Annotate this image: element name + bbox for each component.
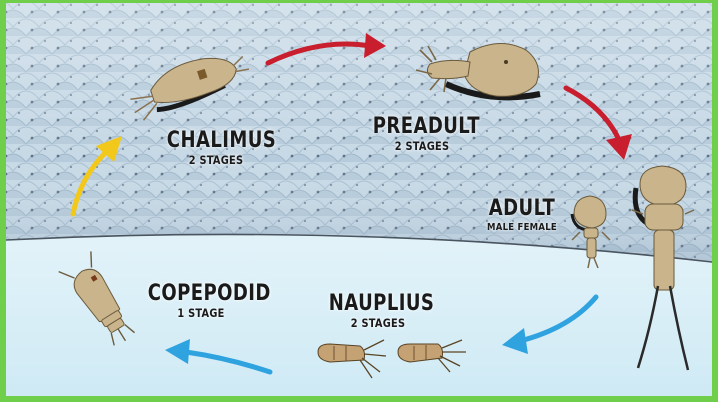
stage-detail: 2 STAGES bbox=[327, 316, 429, 330]
stage-label-preadult: PREADULT 2 STAGES bbox=[362, 115, 482, 153]
stage-name: CHALIMUS bbox=[167, 129, 265, 153]
stage-name: PREADULT bbox=[373, 115, 471, 139]
stage-label-chalimus: CHALIMUS 2 STAGES bbox=[156, 129, 276, 167]
stage-name: NAUPLIUS bbox=[329, 292, 427, 316]
stage-label-adult: ADULT MALE FEMALE bbox=[474, 197, 570, 235]
stage-name: ADULT bbox=[483, 197, 562, 221]
stage-detail: MALE FEMALE bbox=[481, 221, 563, 235]
stage-name: COPEPODID bbox=[148, 282, 255, 306]
stage-detail: 2 STAGES bbox=[165, 153, 267, 167]
stage-label-copepodid: COPEPODID 1 STAGE bbox=[136, 282, 266, 320]
diagram-frame: CHALIMUS 2 STAGES PREADULT 2 STAGES ADUL… bbox=[6, 3, 712, 396]
stage-label-nauplius: NAUPLIUS 2 STAGES bbox=[318, 292, 438, 330]
stage-detail: 2 STAGES bbox=[371, 139, 473, 153]
diagram-canvas bbox=[6, 3, 712, 396]
stage-detail: 1 STAGE bbox=[146, 306, 257, 320]
